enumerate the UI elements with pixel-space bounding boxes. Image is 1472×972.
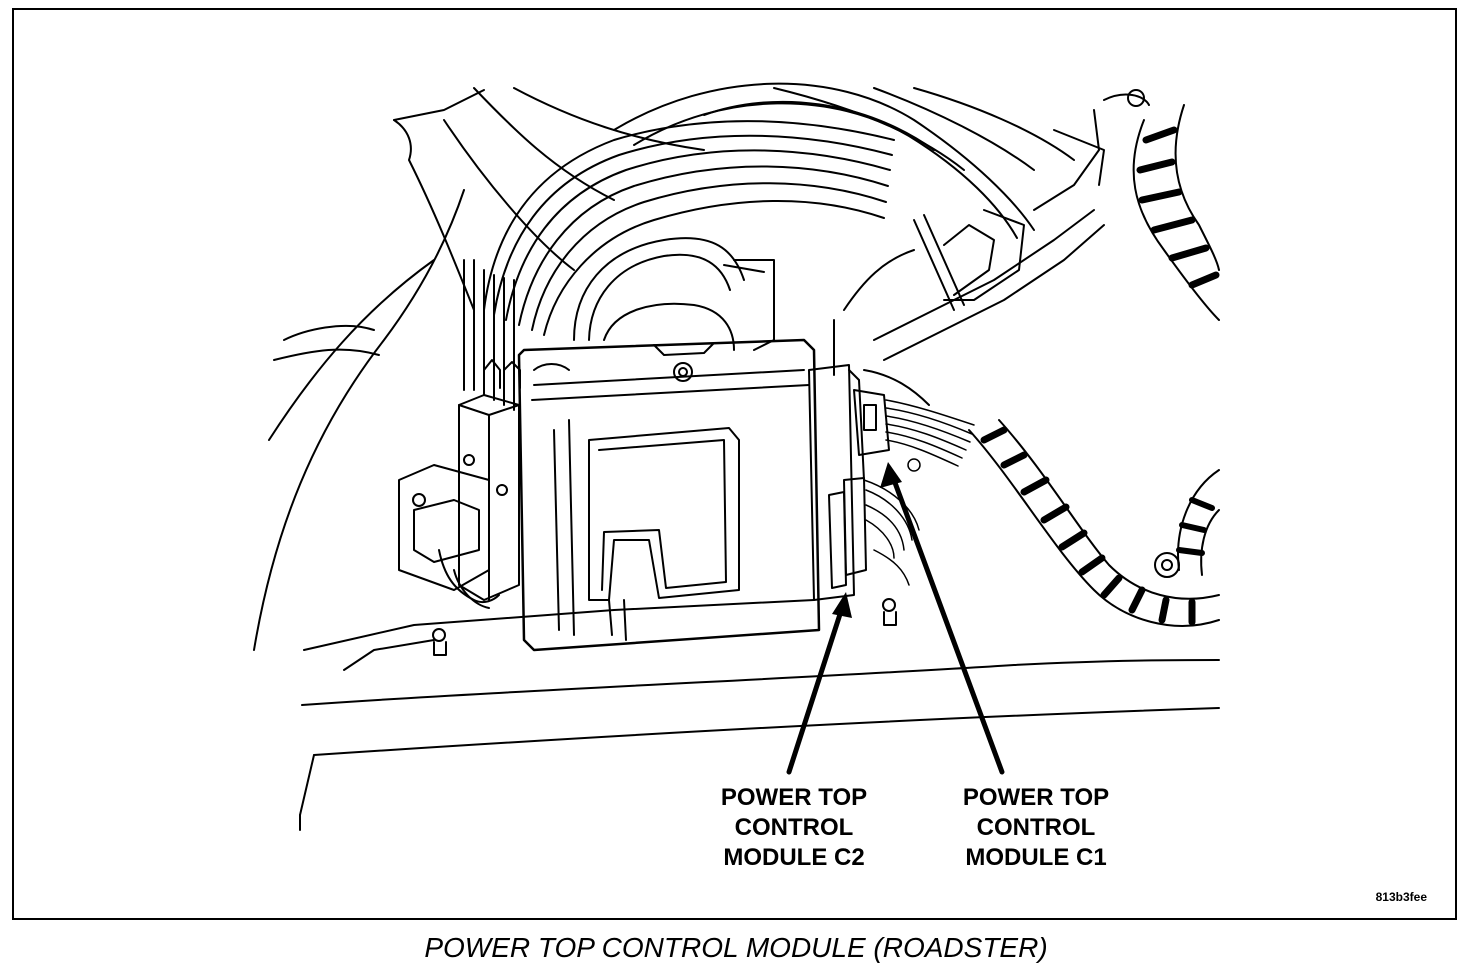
callout-c1-line-2: CONTROL [976,814,1096,841]
bracket-rails [833,89,1150,376]
module-connectors [808,364,930,601]
figure-frame: POWER TOP CONTROL MODULE C2 POWER TOP CO… [12,8,1457,920]
body-panel-lines [253,87,1220,831]
cable-bundle [463,82,1075,411]
valve-block [398,359,521,609]
callout-module-c2: POWER TOP CONTROL MODULE C2 [694,783,894,873]
arrow-heads [832,462,902,618]
wiring-harness [968,104,1220,627]
figure-caption: POWER TOP CONTROL MODULE (ROADSTER) [424,932,1048,963]
pump-housing [603,259,775,351]
leader-arrow [786,477,1005,775]
callout-c2-line-1: POWER TOP [720,784,868,811]
control-module-illustration [253,82,1220,831]
wire-bundle [863,399,975,586]
callout-c2-line-2: CONTROL [734,814,854,841]
power-top-control-module [432,338,897,656]
callout-c2-line-3: MODULE C2 [723,844,865,871]
callout-c1-line-1: POWER TOP [962,784,1110,811]
callout-module-c1: POWER TOP CONTROL MODULE C1 [936,783,1136,873]
figure-code: 813b3fee [1375,890,1427,904]
callout-c1-line-3: MODULE C1 [965,844,1107,871]
